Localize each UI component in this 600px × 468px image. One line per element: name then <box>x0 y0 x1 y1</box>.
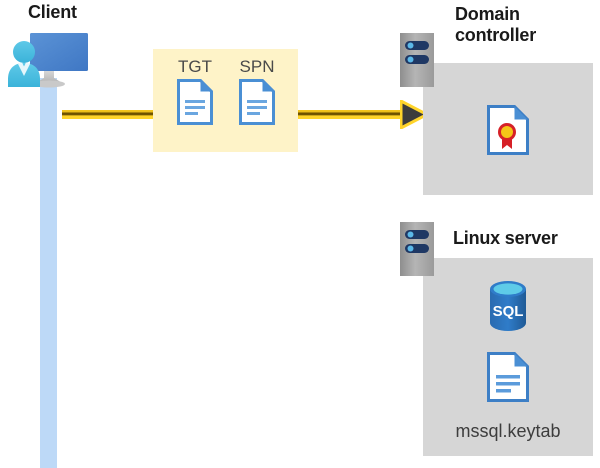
server-icon <box>400 222 434 276</box>
packet-tgt-label: TGT <box>178 57 212 76</box>
certificate-document-icon <box>487 105 529 155</box>
client-computer-icon <box>8 30 94 92</box>
packet-tgt: TGT <box>167 57 223 130</box>
document-icon <box>167 79 223 130</box>
linux-server-label: Linux server <box>453 228 558 248</box>
server-icon <box>400 33 434 87</box>
sql-database-icon: SQL <box>485 280 531 332</box>
message-packet-box: TGT SPN <box>153 49 298 152</box>
packet-spn-label: SPN <box>239 57 275 76</box>
packet-spn: SPN <box>229 57 285 130</box>
document-icon <box>487 352 529 402</box>
domain-controller-label: Domain controller <box>455 4 537 45</box>
keytab-filename-label: mssql.keytab <box>455 421 561 441</box>
request-arrow-head <box>399 98 431 131</box>
document-icon <box>229 79 285 130</box>
client-label: Client <box>28 2 77 22</box>
client-lifeline <box>40 78 57 468</box>
sql-icon-text: SQL <box>493 303 524 320</box>
